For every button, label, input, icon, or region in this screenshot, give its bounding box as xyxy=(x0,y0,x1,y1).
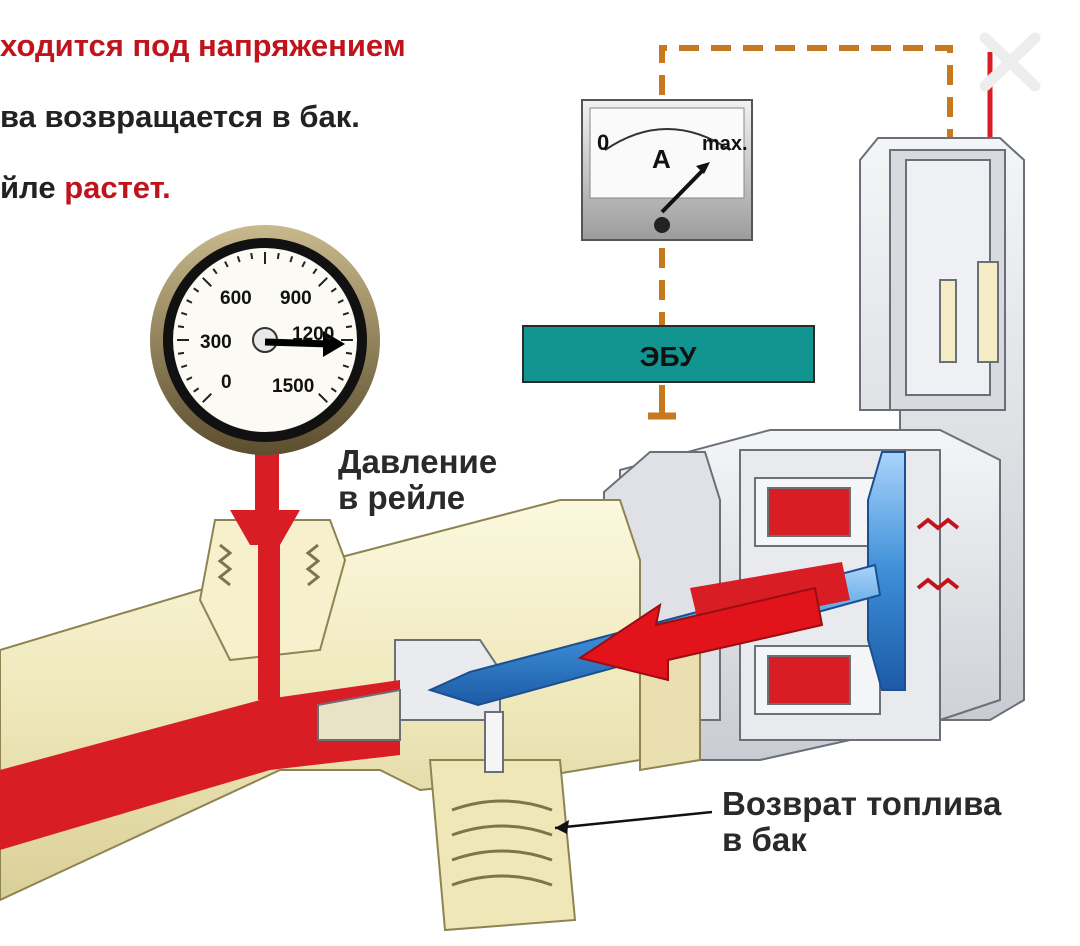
gauge-label-0: 0 xyxy=(221,372,232,393)
gauge-tick xyxy=(180,311,188,316)
gauge-tick xyxy=(177,325,185,329)
gauge-tick xyxy=(202,393,212,403)
ecu-box xyxy=(522,325,815,383)
header-line-3-prefix: йле xyxy=(0,170,65,205)
header-line-1: ходится под напряжением xyxy=(0,28,406,63)
ammeter xyxy=(581,99,753,241)
gauge-tick xyxy=(342,311,350,316)
ammeter-min-label: 0 xyxy=(597,130,609,155)
close-mark-icon xyxy=(979,32,1041,92)
fuel-channel xyxy=(0,448,401,850)
rail-pressure-label: Давление в рейле xyxy=(338,444,497,515)
gauge-tick-labels: 0 300 600 900 1200 1500 xyxy=(200,288,334,397)
gauge-tick xyxy=(202,277,212,287)
dashed-wire xyxy=(659,45,953,412)
spring xyxy=(916,517,960,591)
header-line-3-highlight: растет. xyxy=(64,170,171,205)
gauge-label-1200: 1200 xyxy=(292,324,334,345)
ammeter-unit-label: A xyxy=(652,144,671,174)
gauge-tick xyxy=(342,364,350,369)
fuel-return-label-line-1: Возврат топлива xyxy=(722,785,1002,822)
flow-arrow xyxy=(577,586,824,682)
gauge-tick xyxy=(345,325,353,329)
return-thread xyxy=(451,799,553,887)
gauge-label-600: 600 xyxy=(220,288,252,309)
gauge-tick xyxy=(276,252,280,260)
rail-pressure-label-line-1: Давление xyxy=(338,443,498,480)
gauge-label-1500: 1500 xyxy=(272,376,314,397)
gauge-tick xyxy=(177,351,185,355)
gauge-tick xyxy=(193,287,200,293)
gauge-tick xyxy=(224,261,229,268)
gauge-tick xyxy=(337,299,344,304)
gauge-tick xyxy=(301,261,306,268)
fuel-return-label-line-2: в бак xyxy=(722,820,807,858)
solenoid-coil xyxy=(754,477,881,715)
fuel-return-label: Возврат топлива в бак xyxy=(722,786,1001,857)
gauge-tick xyxy=(318,277,328,287)
gauge-tick xyxy=(345,351,353,355)
gauge-tick xyxy=(186,376,193,381)
header-line-3: йле растет. xyxy=(0,170,171,206)
gauge-label-900: 900 xyxy=(280,288,312,309)
pressure-gauge xyxy=(150,225,380,455)
gauge-tick xyxy=(318,393,328,403)
gauge-tick xyxy=(250,252,254,260)
armature-disc xyxy=(867,451,906,691)
gauge-tick xyxy=(337,376,344,381)
gauge-tick xyxy=(330,387,337,393)
gauge-tick xyxy=(193,387,200,393)
ammeter-max-label: max. xyxy=(702,133,748,155)
gauge-tick xyxy=(289,255,294,263)
gauge-tick xyxy=(186,299,193,304)
gauge-tick xyxy=(312,268,318,275)
gauge-tick xyxy=(180,364,188,369)
rail-pressure-label-line-2: в рейле xyxy=(338,478,466,516)
gauge-tick xyxy=(212,268,218,275)
header-line-2: ва возвращается в бак. xyxy=(0,99,360,134)
gauge-label-300: 300 xyxy=(200,332,232,353)
ecu-label: ЭБУ xyxy=(640,341,697,372)
gauge-tick xyxy=(236,255,241,263)
fuel-return-pointer xyxy=(554,810,713,830)
gauge-tick xyxy=(330,287,337,293)
